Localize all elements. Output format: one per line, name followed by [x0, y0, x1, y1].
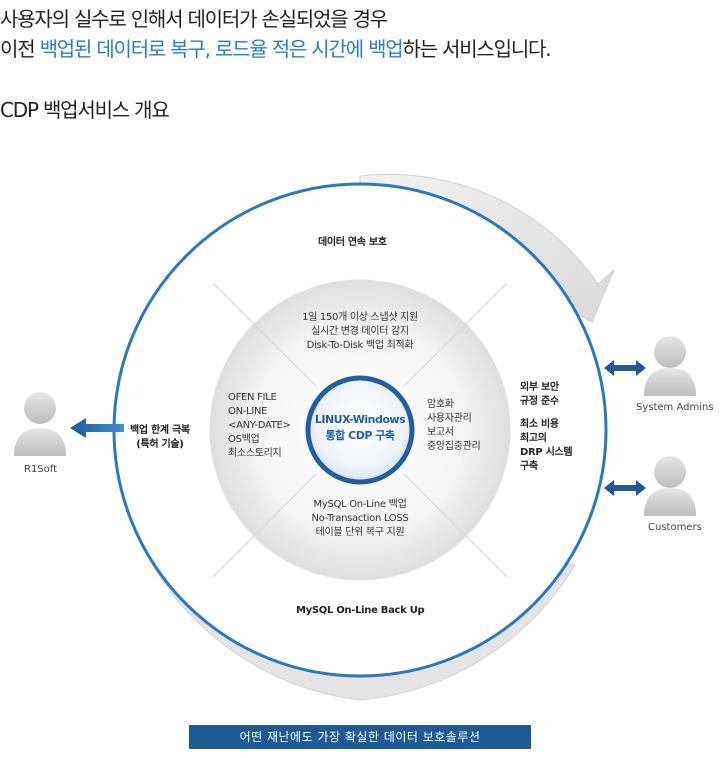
- divider-ne: [403, 282, 508, 387]
- left-arrow-icon: [70, 418, 124, 438]
- section-title: CDP 백업서비스 개요: [0, 98, 170, 122]
- left-quadrant-line-1: OFEN FILE: [228, 392, 277, 403]
- intro-line-1: 사용자의 실수로 인해서 데이터가 손실되었을 경우: [0, 7, 388, 31]
- right-side-b-line-3: DRP 시스템: [520, 447, 573, 458]
- person-label-system-admins: System Admins: [636, 402, 714, 413]
- core-circle: [305, 375, 415, 485]
- right-side-a-line-1: 외부 보안: [520, 382, 559, 393]
- intro-line-2: 이전 백업된 데이터로 복구, 로드율 적은 시간에 백업하는 서비스입니다.: [0, 34, 552, 64]
- right-side-a-line-2: 규정 준수: [520, 396, 559, 407]
- right-quadrant-line-3: 보고서: [427, 427, 454, 438]
- top-quadrant-line-1: 1일 150개 이상 스냅샷 지원: [302, 312, 418, 323]
- left-quadrant-line-4: OS백업: [228, 434, 260, 445]
- divider-se: [403, 473, 508, 578]
- divider-sw: [212, 473, 317, 578]
- top-quadrant-line-2: 실시간 변경 데이터 감지: [311, 326, 409, 337]
- right-side-b-line-2: 최고의: [520, 433, 547, 444]
- core-line-2: 통합 CDP 구축: [325, 429, 395, 442]
- outer-bottom-label: MySQL On-Line Back Up: [296, 605, 425, 616]
- left-quadrant-line-2: ON-LINE: [228, 406, 268, 417]
- left-quadrant: OFEN FILE ON-LINE <ANY-DATE> OS백업 최소스토리지: [228, 391, 291, 461]
- left-quadrant-line-3: <ANY-DATE>: [228, 420, 291, 431]
- right-quadrant-line-1: 암호화: [427, 399, 454, 410]
- intro-line-2-prefix: 이전: [0, 37, 40, 61]
- right-side-b-line-1: 최소 비용: [520, 419, 559, 430]
- intro-line-2-highlight: 백업된 데이터로 복구, 로드율 적은 시간에 백업: [39, 37, 404, 61]
- left-side-line-1: 백업 한계 극복: [130, 425, 190, 436]
- intro-line-2-suffix: 하는 서비스입니다.: [402, 37, 551, 61]
- person-icon-r1soft: [14, 392, 66, 456]
- outer-top-label: 데이터 연속 보호: [318, 237, 387, 248]
- right-quadrant: 암호화 사용자관리 보고서 중앙집중관리: [427, 398, 481, 454]
- person-icon-customers: [644, 456, 696, 516]
- bottom-quadrant: MySQL On-Line 백업 No-Transaction LOSS 테이블…: [280, 498, 440, 540]
- left-side-line-2: (특허 기술): [136, 439, 184, 450]
- person-label-r1soft: R1Soft: [24, 464, 58, 475]
- core: LINUX-Windows 통합 CDP 구축: [304, 374, 416, 486]
- bottom-quadrant-line-1: MySQL On-Line 백업: [313, 499, 407, 510]
- right-quadrant-line-2: 사용자관리: [427, 413, 472, 424]
- left-side-label: 백업 한계 극복 (특허 기술): [130, 424, 190, 452]
- right-side-label-b: 최소 비용 최고의 DRP 시스템 구축: [520, 418, 573, 474]
- person-icon-system-admins: [644, 336, 696, 396]
- core-line-1: LINUX-Windows: [314, 413, 406, 426]
- bottom-quadrant-line-2: No-Transaction LOSS: [311, 513, 409, 524]
- right-side-b-line-4: 구축: [520, 461, 538, 472]
- top-quadrant: 1일 150개 이상 스냅샷 지원 실시간 변경 데이터 감지 Disk-To-…: [280, 311, 440, 353]
- right-side-label-a: 외부 보안 규정 준수: [520, 381, 559, 409]
- bottom-quadrant-line-3: 테이블 단위 복구 지원: [315, 527, 405, 538]
- divider-nw: [212, 282, 317, 387]
- double-arrow-icon-top: [604, 360, 646, 376]
- solution-banner: 어떤 재난에도 가장 확실한 데이터 보호솔루션: [189, 725, 531, 749]
- intro-text: 사용자의 실수로 인해서 데이터가 손실되었을 경우 이전 백업된 데이터로 복…: [0, 4, 552, 64]
- double-arrow-icon-bottom: [604, 480, 646, 496]
- person-label-customers: Customers: [648, 522, 702, 533]
- left-quadrant-line-5: 최소스토리지: [228, 448, 282, 459]
- right-quadrant-line-4: 중앙집중관리: [427, 441, 481, 452]
- top-quadrant-line-3: Disk-To-Disk 백업 최적화: [306, 340, 414, 351]
